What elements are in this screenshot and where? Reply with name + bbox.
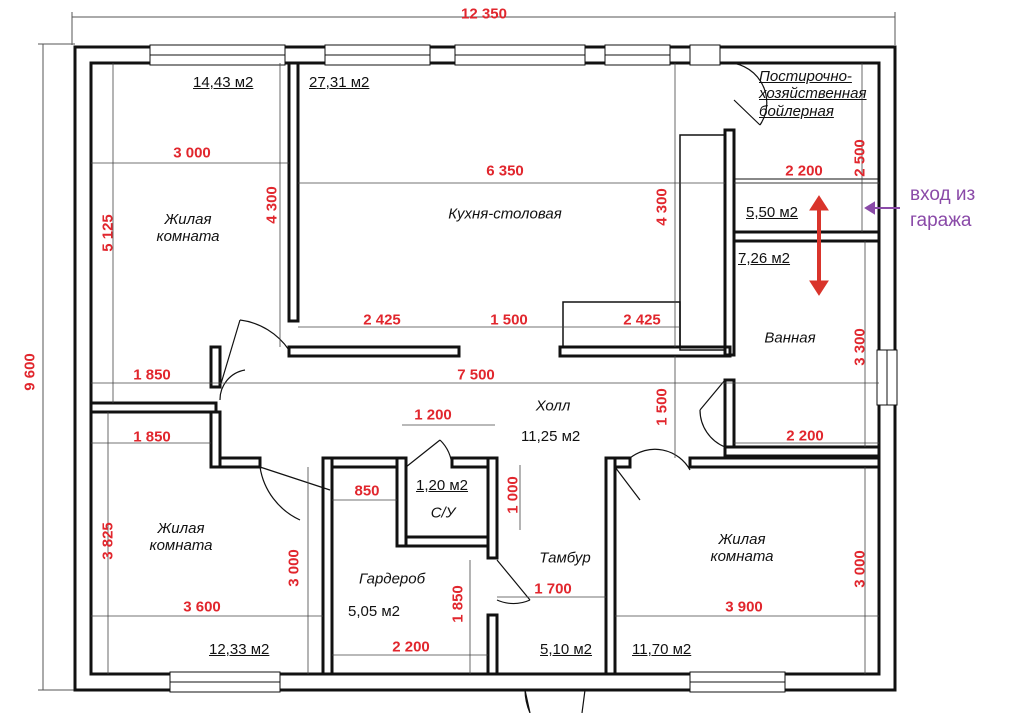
wc-area: 1,20 м2 (416, 477, 469, 494)
wardrobe-name: Гардероб (358, 570, 426, 588)
kitchen-name: Кухня-столовая (448, 205, 562, 223)
windows (149, 44, 898, 693)
wc-name: С/У (430, 504, 456, 522)
overall-width-label: 12 350 (461, 5, 507, 23)
hall-name: Холл (535, 397, 571, 415)
garage-entry-arrow (864, 201, 900, 215)
dim-2500: 2 500 (851, 139, 869, 177)
dim-3300: 3 300 (851, 328, 869, 366)
dim-3000-ward: 3 000 (285, 549, 303, 587)
dim-1850-top: 1 850 (133, 366, 171, 384)
dim-2425-left: 2 425 (363, 311, 401, 329)
dim-1500-v: 1 500 (653, 388, 671, 426)
dim-5125: 5 125 (99, 214, 117, 252)
dim-3000-right: 3 000 (851, 550, 869, 588)
overall-height-label: 9 600 (21, 353, 39, 391)
boiler-room-name: Постирочно- хозяйственная бойлерная (759, 68, 867, 120)
kitchen-area: 27,31 м2 (309, 74, 370, 91)
dim-3825: 3 825 (99, 522, 117, 560)
dim-4300-left: 4 300 (263, 186, 281, 224)
dim-4300-right: 4 300 (653, 188, 671, 226)
vestibule-name: Тамбур (539, 549, 591, 567)
dim-1850-v: 1 850 (449, 585, 467, 623)
dim-3600: 3 600 (183, 598, 221, 616)
internal-dimension-lines (91, 63, 879, 674)
living-nw-name: Жилая комната (156, 210, 220, 245)
double-arrow-red (809, 195, 829, 296)
dim-850: 850 (354, 482, 380, 500)
vestibule-area: 5,10 м2 (540, 641, 593, 658)
dim-1700: 1 700 (534, 580, 572, 598)
dim-1200: 1 200 (414, 406, 452, 424)
interior-walls (89, 61, 881, 676)
living-nw-area: 14,43 м2 (193, 74, 254, 91)
dim-2200-bottom: 2 200 (392, 638, 430, 656)
dim-1500-h: 1 500 (490, 311, 528, 329)
dim-2200-bath: 2 200 (786, 427, 824, 445)
wardrobe-area: 5,05 м2 (348, 603, 401, 620)
hall-area: 11,25 м2 (521, 428, 581, 445)
door-swings (219, 62, 768, 713)
dim-1000: 1 000 (504, 476, 522, 514)
dim-1850-mid: 1 850 (133, 428, 171, 446)
bath-name: Ванная (764, 329, 816, 347)
entry-small-area: 5,50 м2 (746, 204, 799, 221)
dim-3000-top: 3 000 (173, 144, 211, 162)
bath-area: 7,26 м2 (738, 250, 791, 267)
dim-7500: 7 500 (457, 366, 495, 384)
dim-2425-right: 2 425 (623, 311, 661, 329)
dim-6350: 6 350 (486, 162, 524, 180)
garage-entry-note: вход из гаража (910, 184, 976, 231)
living-se-area: 11,70 м2 (632, 641, 692, 658)
dim-2200-top: 2 200 (785, 162, 823, 180)
dim-3900: 3 900 (725, 598, 763, 616)
living-se-name: Жилая комната (710, 530, 774, 565)
overall-dimension-lines (38, 12, 896, 691)
living-sw-area: 12,33 м2 (209, 641, 270, 658)
living-sw-name: Жилая комната (149, 519, 213, 554)
